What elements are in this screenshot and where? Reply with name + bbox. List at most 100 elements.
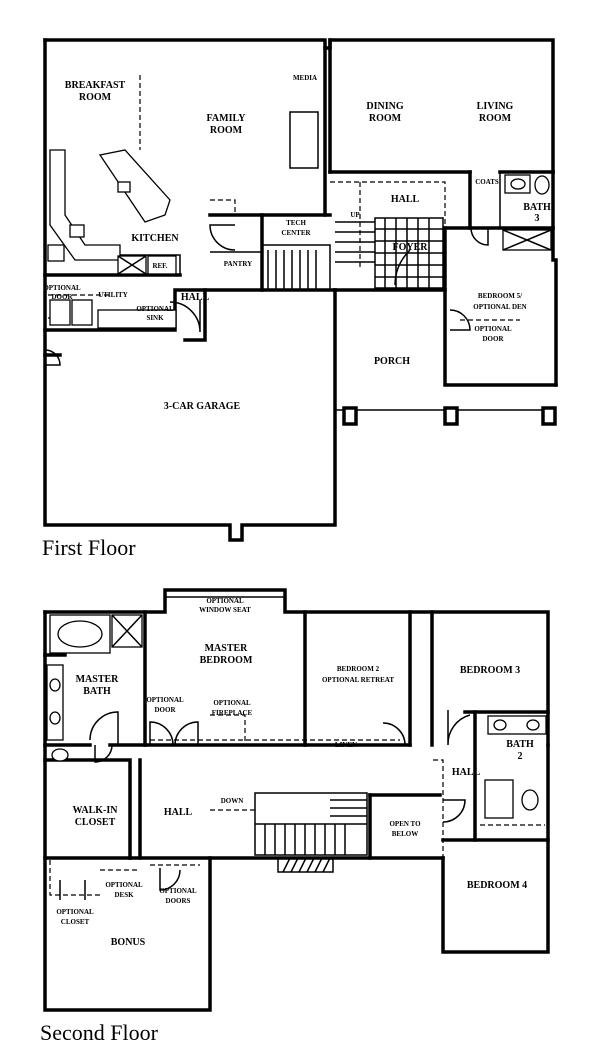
living-room-label-1: LIVING: [477, 101, 514, 112]
svg-text:Second Floor: Second Floor: [40, 1020, 159, 1045]
svg-text:BREAKFAST: BREAKFAST: [65, 80, 126, 91]
tech-center-label-2: CENTER: [281, 229, 311, 237]
open-to-below-label-2: BELOW: [392, 830, 418, 838]
svg-text:HALL: HALL: [181, 292, 210, 303]
svg-text:PANTRY: PANTRY: [224, 260, 252, 268]
svg-text:HALL: HALL: [452, 767, 481, 778]
living-room-label-2: ROOM: [479, 113, 512, 124]
svg-text:HALL: HALL: [164, 807, 193, 818]
optional-doors-label-1: OPTIONAL: [159, 887, 197, 895]
svg-text:MASTER: MASTER: [76, 674, 120, 685]
optional-desk-label-2: DESK: [114, 891, 134, 899]
master-bath-label-1: MASTER: [76, 674, 120, 685]
up-label: UP: [350, 211, 360, 219]
svg-text:First Floor: First Floor: [42, 535, 136, 560]
optional-window-seat-label-1: OPTIONAL: [206, 597, 244, 605]
optional-window-seat-label-2: WINDOW SEAT: [199, 606, 251, 614]
svg-text:DINING: DINING: [366, 101, 403, 112]
hall-garage-label: HALL: [181, 292, 210, 303]
breakfast-room-label-1: BREAKFAST: [65, 80, 126, 91]
hall-top-label: HALL: [391, 194, 420, 205]
svg-text:BATH: BATH: [83, 686, 111, 697]
down-label: DOWN: [221, 797, 244, 805]
optional-desk-label-1: OPTIONAL: [105, 881, 143, 889]
svg-text:OPTIONAL: OPTIONAL: [146, 696, 184, 704]
optional-closet-label-2: CLOSET: [61, 918, 90, 926]
optional-closet-label-1: OPTIONAL: [56, 908, 94, 916]
svg-text:BEDROOM 3: BEDROOM 3: [460, 665, 520, 676]
svg-text:DOOR: DOOR: [52, 293, 74, 301]
svg-text:FAMILY: FAMILY: [207, 113, 247, 124]
svg-text:OPTIONAL: OPTIONAL: [105, 881, 143, 889]
bonus-label: BONUS: [111, 937, 146, 948]
svg-text:ROOM: ROOM: [479, 113, 512, 124]
first-floor-stairs: [261, 221, 375, 291]
master-bedroom-label-1: MASTER: [205, 643, 249, 654]
optional-door-utility-label-2: DOOR: [52, 293, 74, 301]
svg-text:ROOM: ROOM: [210, 125, 243, 136]
svg-text:OPTIONAL: OPTIONAL: [56, 908, 94, 916]
first-floor-title: First Floor: [42, 535, 136, 560]
svg-text:BONUS: BONUS: [111, 937, 146, 948]
bath3-label-1: BATH: [523, 202, 551, 213]
optional-door-bed5-label-1: OPTIONAL: [474, 325, 512, 333]
svg-text:3-CAR GARAGE: 3-CAR GARAGE: [164, 401, 241, 412]
svg-text:UTILITY: UTILITY: [98, 291, 128, 299]
svg-text:ROOM: ROOM: [79, 92, 112, 103]
svg-text:COATS: COATS: [475, 178, 499, 186]
ref-label: REF.: [152, 262, 167, 270]
open-to-below-label-1: OPEN TO: [389, 820, 421, 828]
dining-room-label-2: ROOM: [369, 113, 402, 124]
svg-text:CENTER: CENTER: [281, 229, 311, 237]
svg-text:OPTIONAL DEN: OPTIONAL DEN: [473, 303, 526, 311]
optional-doors-label-2: DOORS: [166, 897, 191, 905]
svg-text:OPTIONAL: OPTIONAL: [213, 699, 251, 707]
master-bath-label-2: BATH: [83, 686, 111, 697]
optional-door-label-2: DOOR: [155, 706, 177, 714]
tech-center-label-1: TECH: [286, 219, 306, 227]
optional-sink-label-2: SINK: [146, 314, 164, 322]
svg-text:UP: UP: [350, 211, 360, 219]
optional-door-label-1: OPTIONAL: [146, 696, 184, 704]
hall-center-label: HALL: [164, 807, 193, 818]
svg-text:LIVING: LIVING: [477, 101, 514, 112]
svg-text:MEDIA: MEDIA: [293, 74, 317, 82]
svg-text:2: 2: [518, 751, 523, 762]
first-floor-fixtures: [44, 75, 552, 366]
svg-text:OPTIONAL: OPTIONAL: [43, 284, 81, 292]
second-floor-labels: OPTIONAL WINDOW SEAT MASTER BEDROOM BEDR…: [40, 597, 534, 1045]
svg-text:PORCH: PORCH: [374, 356, 410, 367]
garage-label: 3-CAR GARAGE: [164, 401, 241, 412]
svg-text:FOYER: FOYER: [393, 242, 429, 253]
bedroom3-label: BEDROOM 3: [460, 665, 520, 676]
optional-fireplace-label-1: OPTIONAL: [213, 699, 251, 707]
svg-text:KITCHEN: KITCHEN: [131, 233, 179, 244]
svg-text:REF.: REF.: [152, 262, 167, 270]
family-room-label-2: ROOM: [210, 125, 243, 136]
svg-text:OPEN TO: OPEN TO: [389, 820, 421, 828]
bath2-label-1: BATH: [506, 739, 534, 750]
breakfast-room-label-2: ROOM: [79, 92, 112, 103]
svg-text:TECH: TECH: [286, 219, 306, 227]
svg-text:DOORS: DOORS: [166, 897, 191, 905]
svg-text:FIREPLACE: FIREPLACE: [212, 709, 253, 717]
media-label: MEDIA: [293, 74, 317, 82]
svg-text:BEDROOM 2: BEDROOM 2: [337, 665, 380, 673]
svg-text:BELOW: BELOW: [392, 830, 418, 838]
svg-text:CLOSET: CLOSET: [61, 918, 90, 926]
utility-label: UTILITY: [98, 291, 128, 299]
bedroom2-label-1: BEDROOM 2: [337, 665, 380, 673]
svg-text:SINK: SINK: [146, 314, 164, 322]
second-floor-stairs: [254, 792, 368, 873]
svg-text:OPTIONAL: OPTIONAL: [159, 887, 197, 895]
svg-text:3: 3: [535, 213, 540, 224]
svg-text:OPTIONAL: OPTIONAL: [206, 597, 244, 605]
coats-label: COATS: [475, 178, 499, 186]
bedroom5-label-1: BEDROOM 5/: [478, 292, 523, 300]
family-room-label-1: FAMILY: [207, 113, 247, 124]
foyer-label: FOYER: [393, 242, 429, 253]
second-floor-title: Second Floor: [40, 1020, 159, 1045]
svg-text:WINDOW SEAT: WINDOW SEAT: [199, 606, 251, 614]
svg-text:DOOR: DOOR: [155, 706, 177, 714]
bedroom5-label-2: OPTIONAL DEN: [473, 303, 526, 311]
